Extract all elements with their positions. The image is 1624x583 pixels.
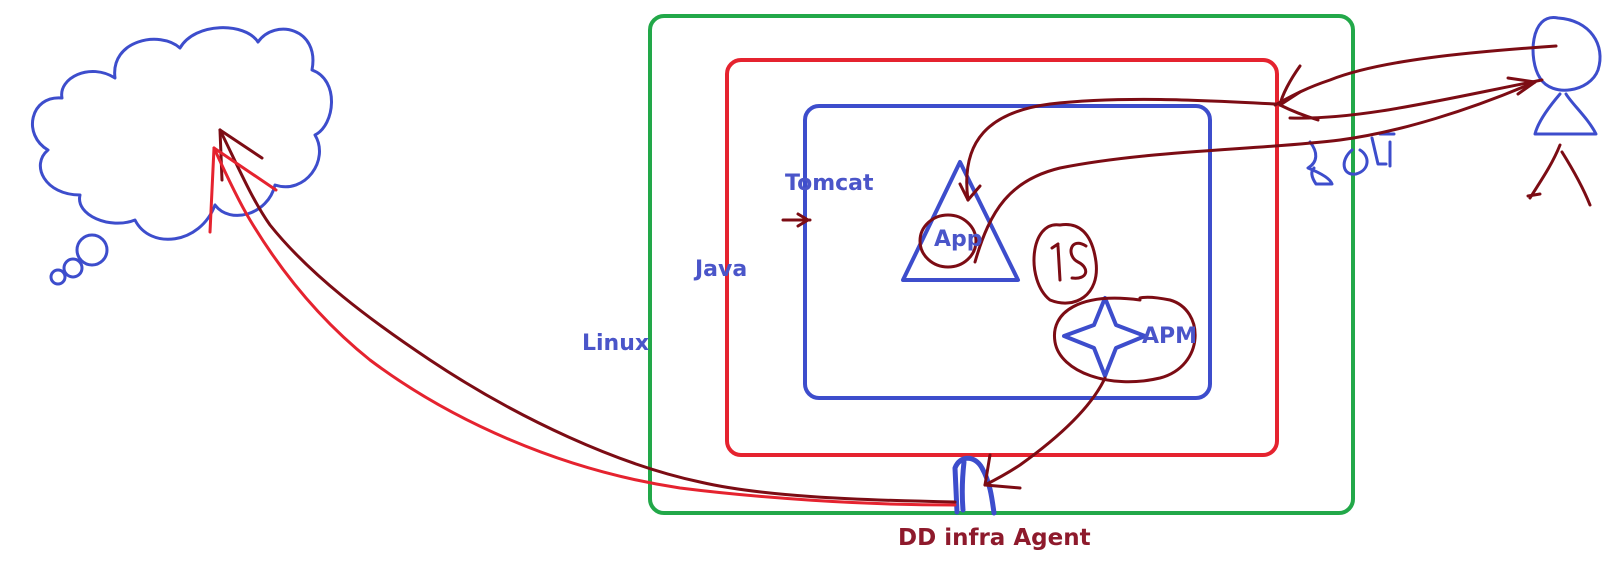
app-label: App: [934, 227, 983, 252]
cloud-icon: [31, 26, 333, 286]
linux-box: [648, 14, 1355, 515]
java-box: [725, 58, 1279, 457]
tomcat-label: Tomcat: [785, 171, 874, 196]
red-flow-arrow: [208, 146, 957, 507]
js-circle: [1032, 222, 1098, 305]
java-label: Java: [693, 257, 747, 282]
apm-circle: [1052, 295, 1197, 384]
app-circle: [918, 213, 978, 269]
person-icon: [1531, 16, 1602, 136]
agent-label: DD infra Agent: [898, 525, 1091, 551]
apm-label: APM: [1142, 324, 1197, 349]
app-triangle-icon: [901, 160, 1020, 282]
linux-label: Linux: [582, 331, 649, 356]
agent-icon: [952, 455, 997, 516]
flow-arrows: [218, 44, 1558, 504]
star-icon: [1062, 296, 1147, 378]
tomcat-box: [803, 104, 1212, 400]
browser-icon: [1306, 132, 1396, 186]
person-legs: [1526, 143, 1592, 207]
